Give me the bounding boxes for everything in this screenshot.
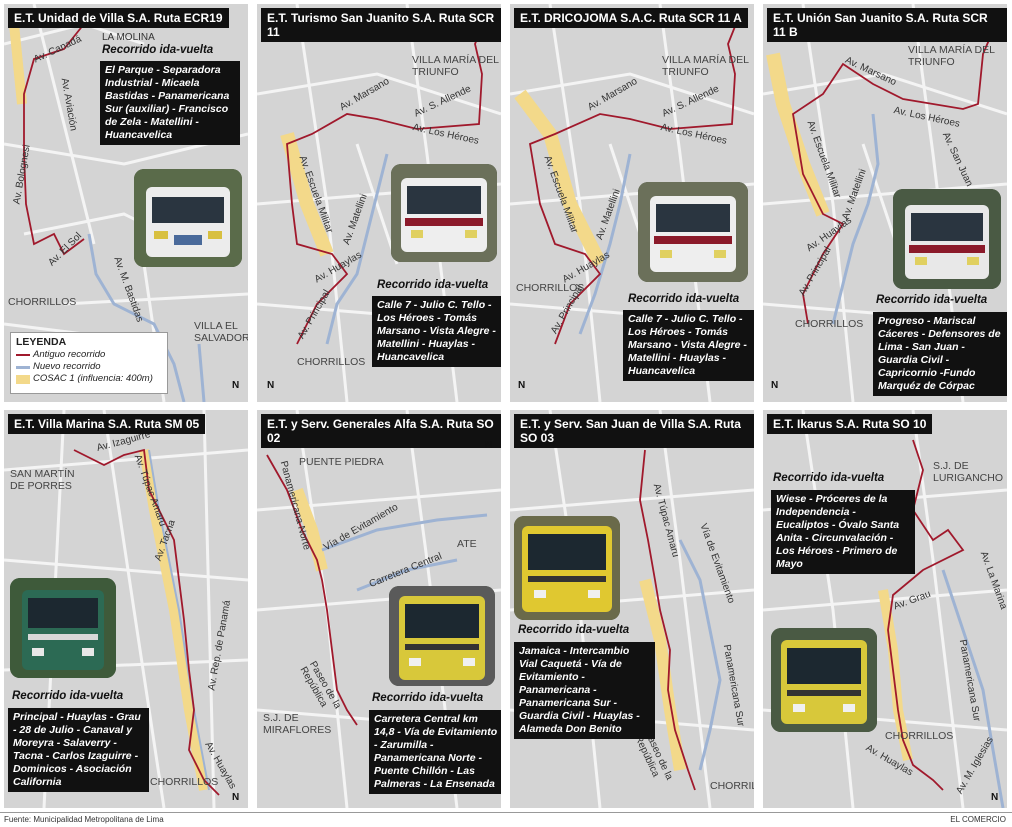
route-heading: Recorrido ida-vuelta <box>628 293 740 305</box>
district-label: CHORRILLOS <box>8 296 77 308</box>
panel-title: E.T. Villa Marina S.A. Ruta SM 05 <box>8 414 206 434</box>
map-panel-scr11a: E.T. DRICOJOMA S.A.C. Ruta SCR 11 A VILL… <box>510 4 754 402</box>
route-heading: Recorrido ida-vuelta <box>102 44 214 56</box>
route-heading: Recorrido ida-vuelta <box>372 692 484 704</box>
north-arrow-icon: N <box>518 380 526 391</box>
district-label: VILLA MARÍA DEL TRIUNFO <box>662 54 749 78</box>
map-canvas <box>257 410 501 808</box>
bus-photo <box>638 182 748 282</box>
district-label: SAN MARTÍN DE PORRES <box>10 468 75 492</box>
district-label: S.J. DE MIRAFLORES <box>263 712 332 736</box>
district-label: CHORRILLOS <box>795 318 864 330</box>
north-arrow-icon: N <box>991 792 999 803</box>
bus-photo <box>514 516 620 620</box>
district-label: S.J. DE LURIGANCHO <box>933 460 1004 484</box>
legend-new-route: Nuevo recorrido <box>33 361 101 372</box>
route-heading: Recorrido ida-vuelta <box>377 279 489 291</box>
map-panel-so02: E.T. y Serv. Generales Alfa S.A. Ruta SO… <box>257 410 501 808</box>
route-box: Calle 7 - Julio C. Tello - Los Héroes - … <box>623 310 754 381</box>
route-box: Progreso - Mariscal Cáceres - Defensores… <box>873 312 1007 396</box>
map-canvas <box>4 410 248 808</box>
bus-photo <box>771 628 877 732</box>
district-label: CHORRILLOS <box>150 776 219 788</box>
north-arrow-icon: N <box>232 792 240 803</box>
district-label: PUENTE PIEDRA <box>299 456 384 468</box>
footer-divider <box>0 812 1012 813</box>
map-panel-ecr19: E.T. Unidad de Villa S.A. Ruta ECR19 LA … <box>4 4 248 402</box>
district-label: VILLA MARÍA DEL TRIUNFO <box>412 54 499 78</box>
panel-title: E.T. Ikarus S.A. Ruta SO 10 <box>767 414 933 434</box>
district-label: CHORRILLOS <box>516 282 585 294</box>
map-panel-scr11: E.T. Turismo San Juanito S.A. Ruta SCR 1… <box>257 4 501 402</box>
north-arrow-icon: N <box>267 380 275 391</box>
map-label: LA MOLINA <box>102 32 155 43</box>
district-label: CHORRILLOS <box>297 356 366 368</box>
bus-photo <box>389 586 495 686</box>
new-route-swatch <box>16 365 30 369</box>
footer: Fuente: Municipalidad Metropolitana de L… <box>0 813 1012 827</box>
bus-photo <box>391 164 497 262</box>
district-label: VILLA MARÍA DEL TRIUNFO <box>908 44 995 68</box>
district-label: ATE <box>457 538 477 550</box>
panel-title: E.T. Unidad de Villa S.A. Ruta ECR19 <box>8 8 229 28</box>
map-legend: LEYENDA Antiguo recorrido Nuevo recorrid… <box>10 332 168 394</box>
panel-title: E.T. y Serv. Generales Alfa S.A. Ruta SO… <box>261 414 501 448</box>
map-canvas <box>510 4 754 402</box>
map-panel-so10: E.T. Ikarus S.A. Ruta SO 10 S.J. DE LURI… <box>763 410 1007 808</box>
district-label: CHORRILLOS <box>710 780 754 792</box>
route-heading: Recorrido ida-vuelta <box>518 624 630 636</box>
map-panel-so03: E.T. y Serv. San Juan de Villa S.A. Ruta… <box>510 410 754 808</box>
panel-title: E.T. DRICOJOMA S.A.C. Ruta SCR 11 A <box>514 8 748 28</box>
legend-title: LEYENDA <box>16 336 67 348</box>
legend-old-route: Antiguo recorrido <box>33 349 106 360</box>
district-label: VILLA EL SALVADOR <box>194 320 248 344</box>
route-box: Carretera Central km 14,8 - Vía de Evita… <box>369 710 501 794</box>
route-box: Calle 7 - Julio C. Tello - Los Héroes - … <box>372 296 501 367</box>
map-panel-scr11b: E.T. Unión San Juanito S.A. Ruta SCR 11 … <box>763 4 1007 402</box>
route-box: Principal - Huaylas - Grau - 28 de Julio… <box>8 708 149 792</box>
cosac-swatch <box>16 374 30 384</box>
north-arrow-icon: N <box>232 380 240 391</box>
map-panel-sm05: E.T. Villa Marina S.A. Ruta SM 05 Av. Iz… <box>4 410 248 808</box>
credit: EL COMERCIO <box>950 815 1006 824</box>
old-route-swatch <box>16 354 30 356</box>
legend-cosac: COSAC 1 (influencia: 400m) <box>33 373 153 384</box>
source-note: Fuente: Municipalidad Metropolitana de L… <box>4 815 164 824</box>
district-label: CHORRILLOS <box>885 730 954 742</box>
bus-photo <box>893 189 1001 289</box>
route-box: Jamaica - Intercambio Vial Caquetá - Vía… <box>514 642 655 739</box>
route-box: Wiese - Próceres de la Independencia - E… <box>771 490 915 574</box>
panel-title: E.T. Unión San Juanito S.A. Ruta SCR 11 … <box>767 8 1007 42</box>
bus-photo <box>10 578 116 678</box>
map-canvas <box>763 410 1007 808</box>
route-heading: Recorrido ida-vuelta <box>876 294 988 306</box>
panel-title: E.T. y Serv. San Juan de Villa S.A. Ruta… <box>514 414 754 448</box>
route-heading: Recorrido ida-vuelta <box>773 472 885 484</box>
north-arrow-icon: N <box>771 380 779 391</box>
route-heading: Recorrido ida-vuelta <box>12 690 124 702</box>
route-box: El Parque - Separadora Industrial - Mica… <box>100 61 240 145</box>
north-arrow-icon: N <box>485 440 493 451</box>
panel-title: E.T. Turismo San Juanito S.A. Ruta SCR 1… <box>261 8 501 42</box>
bus-photo <box>134 169 242 267</box>
